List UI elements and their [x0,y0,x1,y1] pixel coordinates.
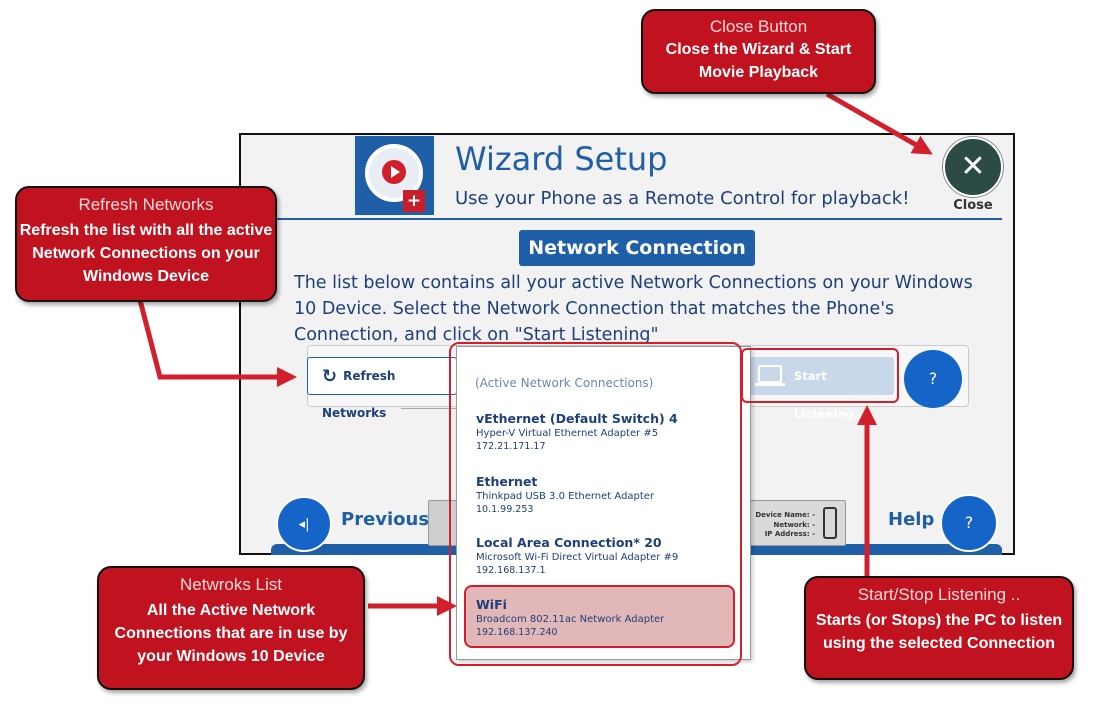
callout-heading: Close Button [709,17,808,36]
phone-icon [823,507,837,539]
network-ip: 192.168.137.1 [476,565,546,576]
list-item-selected[interactable]: WiFi Broadcom 802.11ac Network Adapter 1… [476,597,731,638]
device-status-panel: Device Name: - Network: - IP Address: - [743,500,846,546]
previous-icon[interactable]: ◂| [276,496,332,552]
refresh-icon: ↻ [322,366,338,387]
network-ip: 10.1.99.253 [476,504,534,515]
start-listening-button[interactable]: Start Listening.. [750,357,894,421]
wizard-title: Wizard Setup [455,140,668,178]
help-button[interactable]: Help [888,509,935,530]
callout-start-listening: Start/Stop Listening .. Starts (or Stops… [804,576,1074,680]
list-item[interactable]: vEthernet (Default Switch) 4 Hyper-V Vir… [476,411,731,452]
description-text: The list below contains all your active … [294,273,973,345]
callout-body: Refresh the list with all the active Net… [19,222,273,285]
dropdown-highlight [449,342,742,666]
help-question-button[interactable]: ? [904,350,962,408]
refresh-label: Refresh Networks [322,369,396,420]
callout-heading: Refresh Networks [78,195,214,214]
callout-close-button: Close Button Close the Wizard & Start Mo… [641,9,876,94]
device-name-text: Device Name: - [755,511,815,519]
callout-heading: Start/Stop Listening .. [857,585,1021,604]
previous-button[interactable]: Previous [341,509,430,530]
app-logo-icon: + [355,136,434,215]
network-ip: 192.168.137.240 [476,627,558,638]
callout-body: Starts (or Stops) the PC to listen using… [815,612,1063,652]
start-listening-label: Start Listening.. [794,369,863,421]
list-item[interactable]: Ethernet Thinkpad USB 3.0 Ethernet Adapt… [476,474,731,515]
laptop-icon [755,365,785,386]
callout-networks-list: Netwroks List All the Active Network Con… [97,566,365,690]
network-name: WiFi [476,597,507,612]
refresh-networks-button[interactable]: ↻Refresh Networks [307,357,457,420]
header-divider [241,218,1002,220]
selected-row-highlight [464,585,735,648]
network-text: Network: - [773,521,815,529]
list-item[interactable]: Local Area Connection* 20 Microsoft Wi-F… [476,535,731,576]
callout-heading: Netwroks List [179,575,283,594]
network-ip: 172.21.171.17 [476,441,546,452]
network-name: Ethernet [476,474,538,489]
pc-status-icon [428,500,460,546]
section-title: Network Connection [519,230,755,266]
network-name: vEthernet (Default Switch) 4 [476,411,678,426]
network-adapter: Microsoft Wi-Fi Direct Virtual Adapter #… [476,552,679,563]
help-icon[interactable]: ? [940,494,998,552]
network-name: Local Area Connection* 20 [476,535,662,550]
network-adapter: Thinkpad USB 3.0 Ethernet Adapter [476,491,655,502]
callout-body: Close the Wizard & Start Movie Playback [665,41,852,81]
divider [401,408,461,409]
network-adapter: Broadcom 802.11ac Network Adapter [476,614,665,625]
start-listening-highlight [741,348,899,403]
network-adapter: Hyper-V Virtual Ethernet Adapter #5 [476,428,659,439]
ip-address-text: IP Address: - [764,530,815,538]
dropdown-header: (Active Network Connections) [475,376,654,390]
callout-refresh-networks: Refresh Networks Refresh the list with a… [15,186,277,302]
close-label: Close [953,198,993,213]
callout-body: All the Active Network Connections that … [114,602,348,665]
close-button[interactable]: ✕ [943,137,1003,197]
close-icon: ✕ [960,149,986,184]
wizard-subtitle: Use your Phone as a Remote Control for p… [455,188,910,209]
